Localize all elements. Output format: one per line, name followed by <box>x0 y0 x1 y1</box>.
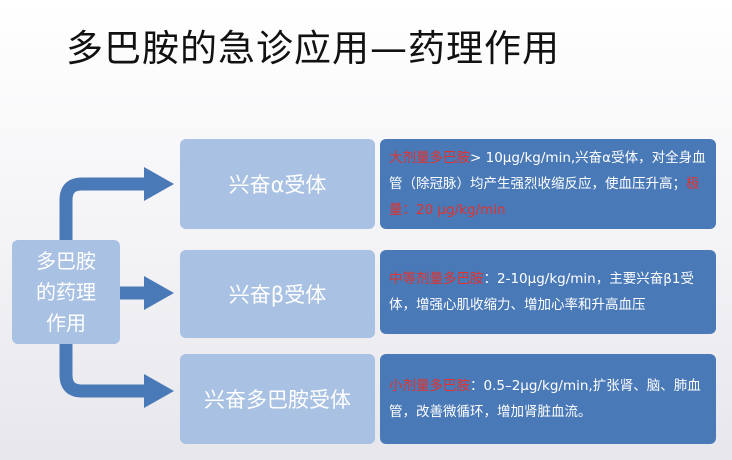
low-dose-label: 小剂量多巴胺 <box>389 378 470 394</box>
beta-receptor-box: 兴奋β受体 <box>180 250 375 338</box>
page-title: 多巴胺的急诊应用—药理作用 <box>66 27 560 70</box>
high-dose-label: 大剂量多巴胺 <box>389 150 470 166</box>
dopamine-receptor-box: 兴奋多巴胺受体 <box>180 354 375 444</box>
medium-dose-text: ：2-10μg/kg/min，主要兴奋β1受体，增强心肌收缩力、增加心率和升高血… <box>389 271 694 313</box>
low-dose-description: 小剂量多巴胺：0.5–2μg/kg/min,扩张肾、脑、肺血管，改善微循环，增加… <box>380 354 716 444</box>
high-dose-text: > 10μg/kg/min,兴奋α受体，对全身血管（除冠脉）均产生强烈收缩反应，… <box>389 150 706 192</box>
dopamine-source-box: 多巴胺 的药理 作用 <box>12 240 120 344</box>
medium-dose-label: 中等剂量多巴胺 <box>389 271 484 287</box>
medium-dose-description: 中等剂量多巴胺：2-10μg/kg/min，主要兴奋β1受体，增强心肌收缩力、增… <box>380 250 716 334</box>
arrow-bottom-connector <box>59 344 148 398</box>
arrow-top-connector <box>59 177 148 240</box>
low-dose-text: ：0.5–2μg/kg/min,扩张肾、脑、肺血管，改善微循环，增加肾脏血流。 <box>389 378 701 420</box>
alpha-receptor-box: 兴奋α受体 <box>180 139 375 229</box>
max-dose-label: 极量：20 μg/kg/min <box>389 176 700 218</box>
arrow-middle-head <box>144 276 174 310</box>
arrow-top-head <box>144 167 174 201</box>
arrow-bottom-head <box>144 374 174 408</box>
high-dose-description: 大剂量多巴胺> 10μg/kg/min,兴奋α受体，对全身血管（除冠脉）均产生强… <box>380 139 716 229</box>
